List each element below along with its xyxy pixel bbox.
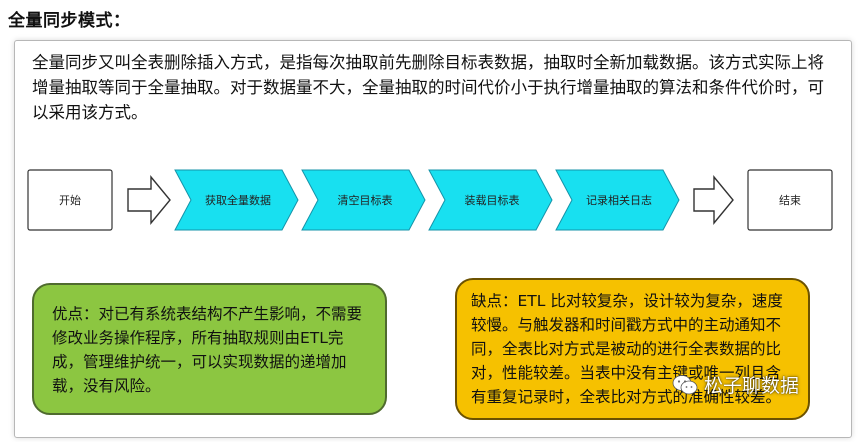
flow-step-2-shape — [301, 169, 426, 231]
flow-step-1-shape — [174, 169, 299, 231]
flow-step-3-label: 装载目标表 — [465, 193, 520, 207]
flow-step-1-label: 获取全量数据 — [205, 193, 271, 207]
flow-step-3-shape — [428, 169, 553, 231]
flow-end-label: 结束 — [779, 194, 801, 207]
watermark-text: 松子聊数据 — [704, 375, 800, 397]
flow-step-4-label: 记录相关日志 — [586, 193, 652, 207]
wechat-icon — [672, 374, 698, 394]
hollow-arrow-icon — [127, 175, 171, 225]
watermark: 松子聊数据 — [672, 371, 799, 398]
flow-end-box — [747, 169, 833, 231]
section-heading: 全量同步模式： — [8, 11, 131, 31]
flow-step-2-label: 清空目标表 — [338, 193, 393, 207]
flow-step-4-shape — [555, 169, 680, 231]
advantages-box: 优点：对已有系统表结构不产生影响，不需要修改业务操作程序，所有抽取规则由ETL完… — [32, 283, 387, 415]
flow-start-label: 开始 — [59, 193, 81, 207]
description-text: 全量同步又叫全表删除插入方式，是指每次抽取前先删除目标表数据，抽取时全新加载数据… — [32, 53, 824, 122]
disadvantages-box: 缺点：ETL 比对较复杂，设计较为复杂，速度较慢。与触发器和时间戳方式中的主动通… — [455, 278, 810, 420]
hollow-arrow-icon — [693, 175, 734, 225]
flow-start-box — [27, 169, 113, 231]
